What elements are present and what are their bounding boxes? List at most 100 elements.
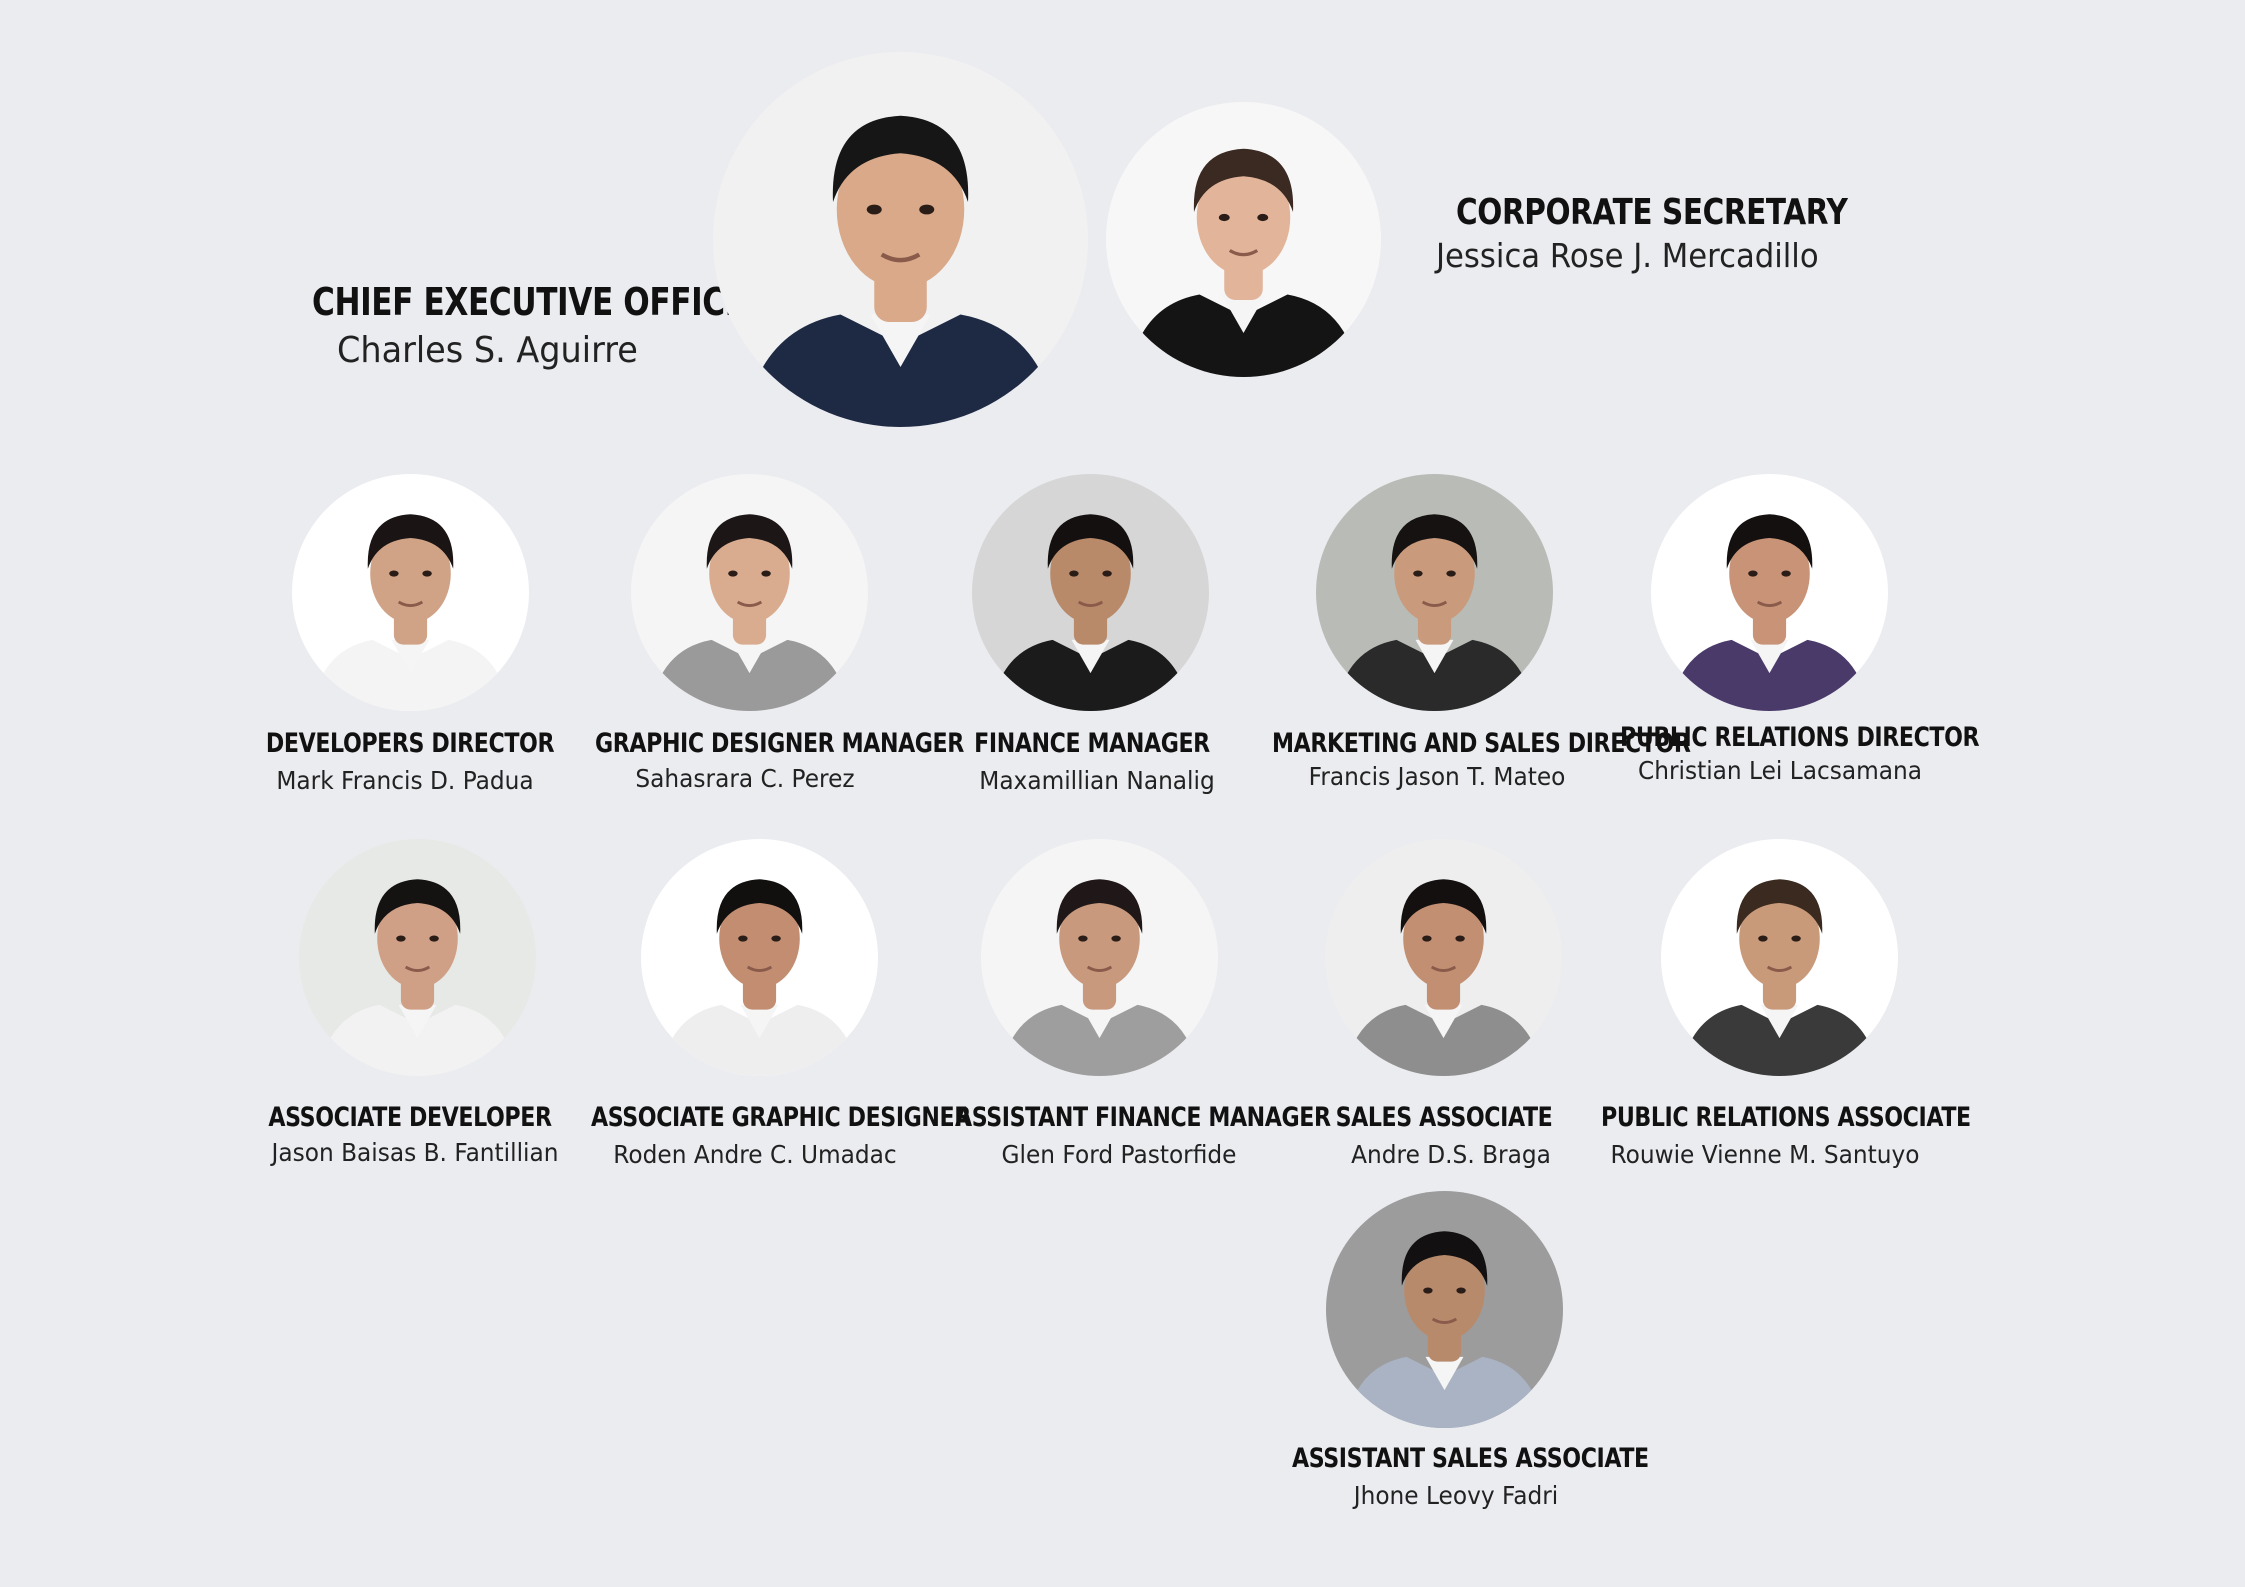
sales-assoc-name: Andre D.S. Braga — [1351, 1140, 1551, 1169]
portrait-illustration — [713, 52, 1088, 427]
ceo-name: Charles S. Aguirre — [337, 330, 638, 371]
shirt-collar — [1221, 294, 1266, 333]
right-eye — [1456, 1287, 1466, 1294]
assoc-graphic-name: Roden Andre C. Umadac — [613, 1140, 897, 1169]
left-eye — [728, 570, 738, 577]
portrait-illustration — [981, 839, 1218, 1076]
shirt-collar — [1080, 1004, 1119, 1039]
secretary-photo — [1106, 102, 1381, 377]
portrait-illustration — [1661, 839, 1898, 1076]
finance-manager-role: FINANCE MANAGER — [974, 728, 1210, 759]
face — [1403, 888, 1484, 989]
portrait-illustration — [1326, 1191, 1563, 1428]
pr-assoc-role: PUBLIC RELATIONS ASSOCIATE — [1601, 1102, 1971, 1133]
left-eye — [1069, 570, 1079, 577]
hair — [1726, 514, 1813, 569]
shoulders — [1669, 639, 1870, 711]
right-eye — [429, 935, 439, 942]
shirt-collar — [1424, 1004, 1463, 1039]
shirt-collar — [398, 1004, 437, 1039]
shoulders — [1128, 294, 1359, 377]
graphic-manager-name: Sahasrara C. Perez — [635, 764, 855, 793]
right-eye — [1781, 570, 1791, 577]
marketing-director-name: Francis Jason T. Mateo — [1308, 762, 1566, 791]
mouth — [1421, 600, 1448, 607]
hair — [832, 115, 969, 202]
mouth — [1766, 965, 1793, 972]
left-eye — [389, 570, 399, 577]
dev-director-photo — [292, 474, 529, 711]
shirt-collar — [870, 314, 931, 367]
shirt-collar — [730, 639, 769, 674]
shirt-collar — [391, 639, 430, 674]
hair — [1401, 1231, 1488, 1286]
face — [836, 130, 965, 289]
pr-assoc-name: Rouwie Vienne M. Santuyo — [1610, 1140, 1920, 1169]
face — [1059, 888, 1140, 989]
left-eye — [1078, 935, 1088, 942]
portrait-illustration — [292, 474, 529, 711]
mouth — [1077, 600, 1104, 607]
right-eye — [1257, 213, 1269, 222]
shoulders — [659, 1004, 860, 1076]
finance-manager-name: Maxamillian Nanalig — [979, 766, 1215, 795]
face — [709, 523, 790, 624]
asst-sales-photo — [1326, 1191, 1563, 1428]
right-eye — [422, 570, 432, 577]
shoulders — [1334, 639, 1535, 711]
hair — [367, 514, 454, 569]
right-eye — [1446, 570, 1456, 577]
left-eye — [1218, 213, 1230, 222]
left-eye — [1423, 1287, 1433, 1294]
hair — [1193, 148, 1294, 212]
right-eye — [1791, 935, 1801, 942]
mouth — [1430, 965, 1457, 972]
hair — [1736, 879, 1823, 934]
shoulders — [1344, 1356, 1545, 1428]
face — [719, 888, 800, 989]
left-eye — [1748, 570, 1758, 577]
face — [1739, 888, 1820, 989]
shoulders — [310, 639, 511, 711]
hair — [706, 514, 793, 569]
assoc-graphic-role: ASSOCIATE GRAPHIC DESIGNER — [591, 1102, 971, 1133]
shoulders — [990, 639, 1191, 711]
assoc-dev-photo — [299, 839, 536, 1076]
mouth — [1431, 1317, 1458, 1324]
mouth — [1228, 249, 1259, 257]
dev-director-name: Mark Francis D. Padua — [276, 766, 534, 795]
sales-assoc-role: SALES ASSOCIATE — [1335, 1102, 1553, 1133]
hair — [374, 879, 461, 934]
right-eye — [1455, 935, 1465, 942]
portrait-illustration — [631, 474, 868, 711]
right-eye — [919, 204, 935, 215]
asst-sales-role: ASSISTANT SALES ASSOCIATE — [1292, 1443, 1649, 1474]
face — [1394, 523, 1475, 624]
mouth — [1086, 965, 1113, 972]
face — [1196, 159, 1291, 276]
ceo-role: CHIEF EXECUTIVE OFFICER — [312, 280, 770, 324]
asst-finance-photo — [981, 839, 1218, 1076]
portrait-illustration — [641, 839, 878, 1076]
shoulders — [317, 1004, 518, 1076]
left-eye — [866, 204, 882, 215]
assoc-dev-name: Jason Baisas B. Fantillian — [271, 1138, 559, 1167]
pr-director-photo — [1651, 474, 1888, 711]
hair — [716, 879, 803, 934]
shirt-collar — [740, 1004, 779, 1039]
dev-director-role: DEVELOPERS DIRECTOR — [265, 728, 555, 759]
pr-assoc-photo — [1661, 839, 1898, 1076]
portrait-illustration — [1325, 839, 1562, 1076]
face — [1050, 523, 1131, 624]
face — [377, 888, 458, 989]
hair — [1400, 879, 1487, 934]
right-eye — [771, 935, 781, 942]
shoulders — [1679, 1004, 1880, 1076]
face — [1404, 1240, 1485, 1341]
shirt-collar — [1750, 639, 1789, 674]
hair — [1391, 514, 1478, 569]
marketing-director-role: MARKETING AND SALES DIRECTOR — [1272, 728, 1691, 759]
portrait-illustration — [1316, 474, 1553, 711]
mouth — [736, 600, 763, 607]
shoulders — [999, 1004, 1200, 1076]
